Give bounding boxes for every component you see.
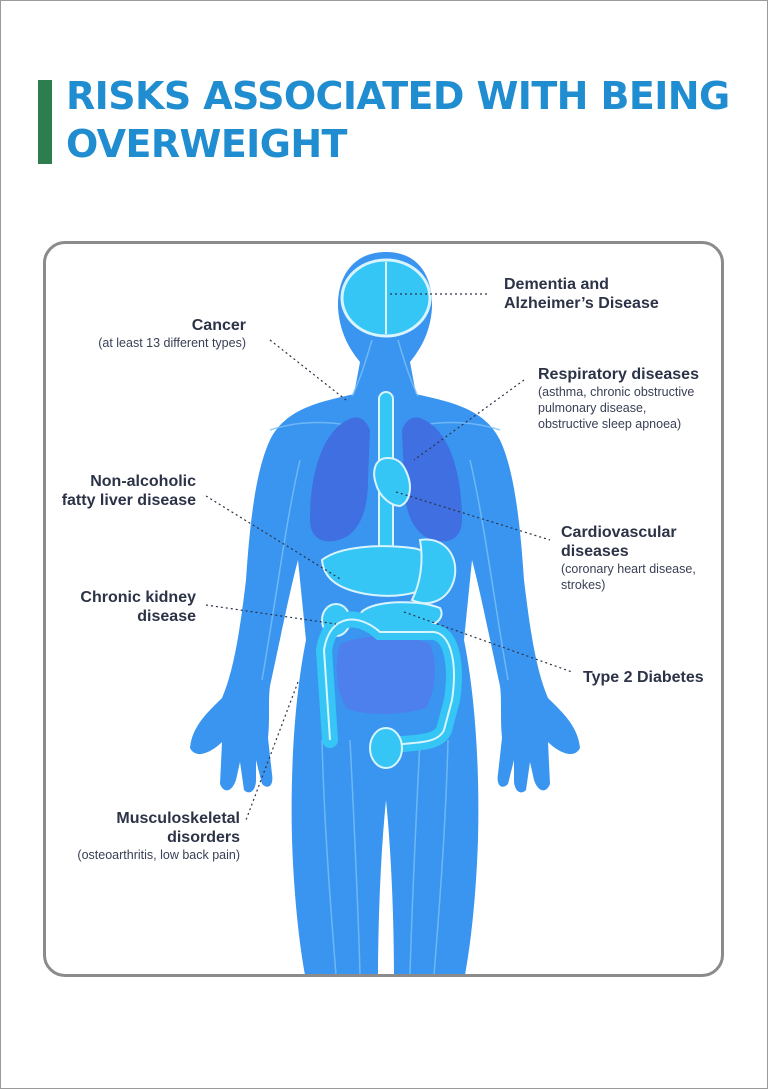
label-respiratory-detail: (asthma, chronic obstructive [538,385,695,399]
label-kidney-title: Chronic kidney [80,589,196,606]
label-cardiovascular: Cardiovascular diseases (coronary heart … [561,523,696,593]
label-kidney-title-line2: disease [137,608,196,625]
label-musculoskeletal: Musculoskeletal disorders (osteoarthriti… [40,809,240,863]
title-accent-bar [38,80,52,164]
label-fatty-liver: Non-alcoholic fatty liver disease [30,472,196,510]
right-lung [402,417,462,542]
label-dementia-title: Dementia and [504,276,609,293]
label-fatty-liver-title: Non-alcoholic [90,473,196,490]
label-dementia-title-line2: Alzheimer’s Disease [504,295,659,312]
label-cardiovascular-detail: (coronary heart disease, [561,562,696,576]
label-cardiovascular-title-line2: diseases [561,543,629,560]
label-cancer-title: Cancer [191,317,246,334]
label-respiratory-detail-2: pulmonary disease, [538,401,647,415]
label-musculoskeletal-detail: (osteoarthritis, low back pain) [77,848,240,862]
label-musculoskeletal-title-line2: disorders [167,829,240,846]
label-respiratory-title: Respiratory diseases [538,366,699,383]
label-dementia: Dementia and Alzheimer’s Disease [504,275,659,313]
label-cardiovascular-title: Cardiovascular [561,524,677,541]
label-fatty-liver-title-line2: fatty liver disease [61,492,196,509]
label-respiratory-detail-3: obstructive sleep apnoea) [538,417,682,431]
label-diabetes: Type 2 Diabetes [583,668,704,687]
small-intestine [336,636,435,714]
label-cardiovascular-detail-2: strokes) [561,578,606,592]
label-diabetes-title: Type 2 Diabetes [583,669,704,686]
label-respiratory: Respiratory diseases (asthma, chronic ob… [538,365,699,432]
leader-lines [205,293,573,821]
left-lung [310,417,370,542]
label-cancer-detail: (at least 13 different types) [98,336,246,350]
label-musculoskeletal-title: Musculoskeletal [116,810,240,827]
stomach [410,538,457,605]
label-kidney: Chronic kidney disease [30,588,196,626]
label-cancer: Cancer (at least 13 different types) [60,316,246,351]
bladder [369,727,403,769]
page-title: RISKS ASSOCIATED WITH BEING OVERWEIGHT [66,74,730,166]
